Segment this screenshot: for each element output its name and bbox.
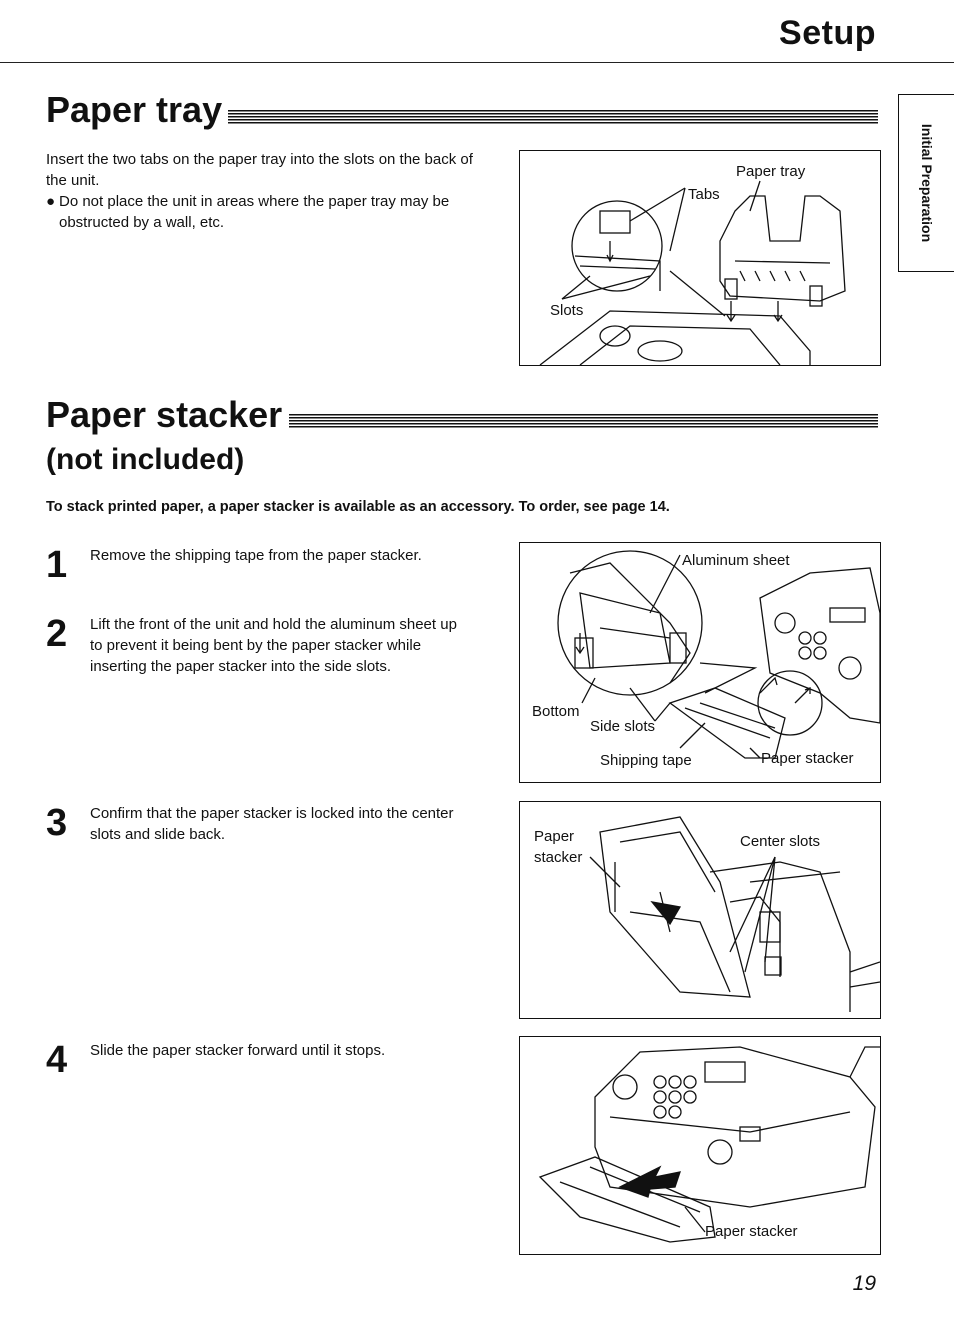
paper-tray-heading: Paper tray [46, 89, 223, 130]
section-title: Setup [779, 14, 876, 52]
label-center-slots: Center slots [740, 833, 821, 850]
label-paper-stacker: Paper stacker [705, 1223, 798, 1240]
step-text: Slide the paper stacker forward until it… [90, 1042, 386, 1059]
stacker-insert-figure: Aluminum sheet Bottom Side slots Shippin… [519, 542, 881, 783]
label-shipping-tape: Shipping tape [600, 752, 692, 769]
stacker-slide-illustration [538, 1046, 880, 1243]
step-text: Remove the shipping tape from the paper … [90, 547, 422, 564]
heading-rule [228, 110, 878, 124]
step-number: 2 [46, 613, 68, 655]
label-stacker: stacker [534, 849, 583, 866]
label-paper-tray: Paper tray [736, 163, 806, 180]
accessory-note: To stack printed paper, a paper stacker … [46, 499, 670, 515]
side-tab: Initial Preparation [898, 94, 954, 272]
label-paper: Paper [534, 828, 575, 845]
step-number: 4 [46, 1039, 68, 1081]
step-text: Confirm that the paper stacker is locked… [90, 805, 454, 843]
label-paper-stacker: Paper stacker [761, 750, 854, 767]
paper-tray-figure: Paper tray Tabs Slots [519, 150, 881, 366]
stacker-lock-illustration [589, 816, 880, 1012]
paper-tray-bullet-text: Do not place the unit in areas where the… [59, 193, 450, 231]
stacker-lock-figure: Paper stacker Center slots [519, 801, 881, 1019]
step-text: Lift the front of the unit and hold the … [90, 616, 457, 675]
bullet-icon: ● [46, 193, 56, 210]
label-tabs: Tabs [688, 186, 720, 203]
header-rule [0, 62, 954, 63]
paper-stacker-heading: Paper stacker [46, 394, 283, 435]
label-slots: Slots [550, 302, 584, 319]
paper-tray-illustration [539, 180, 846, 365]
heading-rule [289, 414, 878, 428]
stacker-slide-figure: Paper stacker [519, 1036, 881, 1255]
stacker-insert-illustration [557, 550, 880, 759]
paper-tray-intro: Insert the two tabs on the paper tray in… [46, 151, 473, 189]
paper-stacker-subheading: (not included) [46, 443, 245, 476]
step-number: 3 [46, 802, 68, 844]
side-tab-label: Initial Preparation [919, 123, 935, 243]
label-bottom: Bottom [532, 703, 580, 720]
label-aluminum-sheet: Aluminum sheet [682, 552, 790, 569]
step-number: 1 [46, 544, 68, 586]
paper-tray-bullet-item: ● Do not place the unit in areas where t… [46, 191, 466, 233]
page-number: 19 [852, 1272, 876, 1295]
label-side-slots: Side slots [590, 718, 656, 735]
